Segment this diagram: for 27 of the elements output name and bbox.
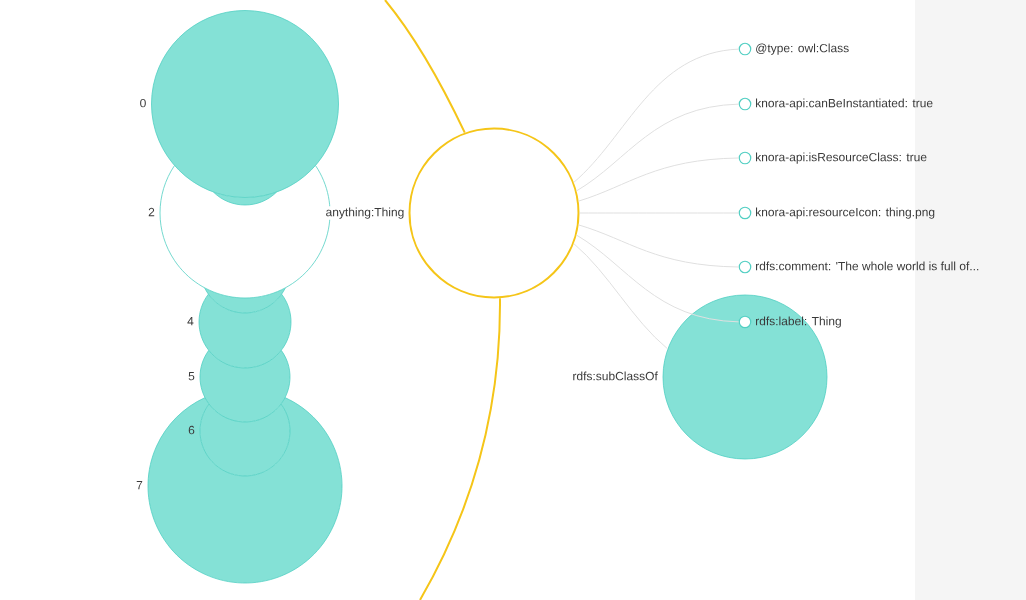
- node-label: knora-api:canBeInstantiated: true: [756, 98, 933, 110]
- node-label: rdfs:subClassOf: [573, 371, 658, 381]
- link-curve: [578, 157, 740, 202]
- link-curve: [576, 234, 740, 323]
- link-curve: [578, 224, 740, 268]
- circle-node: [151, 10, 339, 198]
- node-label: knora-api:resourceIcon: thing.png: [756, 207, 935, 219]
- link-curve: [573, 243, 669, 350]
- node-label: @type: owl:Class: [756, 43, 849, 55]
- node-label: rdfs:label: Thing: [756, 316, 841, 328]
- node-label: knora-api:isResourceClass: true: [756, 152, 927, 164]
- link-curve: [576, 103, 740, 192]
- node-label: anything:Thing: [324, 206, 406, 220]
- node-label: rdfs:comment: 'The whole world is full of...: [756, 261, 979, 271]
- node-label: 5: [188, 372, 195, 381]
- link-curve: [384, 0, 466, 134]
- circle-node: [408, 127, 580, 299]
- node-label: 6: [188, 425, 195, 435]
- node-label: 7: [136, 481, 143, 490]
- link-curve: [573, 48, 740, 183]
- node-label: 2: [148, 207, 155, 217]
- node-label: 0: [140, 98, 146, 108]
- link-curve: [419, 297, 501, 600]
- circle-node: [147, 397, 343, 584]
- node-label: 4: [187, 317, 194, 326]
- circle-node: [199, 349, 291, 423]
- circle-node: [199, 403, 291, 477]
